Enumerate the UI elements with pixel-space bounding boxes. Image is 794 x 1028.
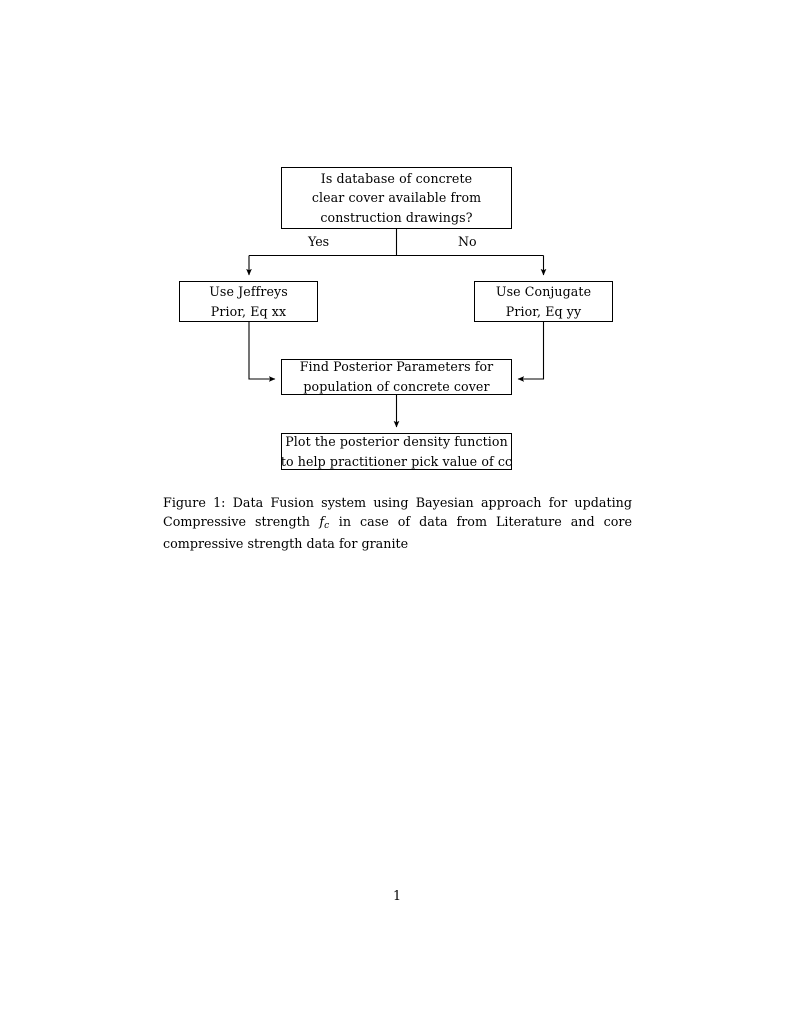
node-question-line-3: construction drawings? bbox=[320, 209, 473, 225]
node-question-line-1: Is database of concrete bbox=[320, 170, 473, 186]
flow-node-jeffreys-prior: Use Jeffreys Prior, Eq xx bbox=[179, 281, 318, 322]
node-posterior-line-1: Find Posterior Parameters for bbox=[299, 359, 494, 375]
node-conjugate-line-1: Use Conjugate bbox=[495, 283, 592, 299]
edge-label-no: No bbox=[458, 234, 477, 249]
figure-caption: Figure 1: Data Fusion system using Bayes… bbox=[163, 493, 632, 553]
flow-node-plot-density: Plot the posterior density function to h… bbox=[281, 433, 512, 470]
figure-caption-text-part-2: in case of data from Literature and core… bbox=[163, 514, 632, 551]
node-jeffreys-line-2: Prior, Eq xx bbox=[210, 303, 287, 319]
figure-caption-label: Figure 1: bbox=[163, 495, 226, 510]
edge-jeffreys-to-posterior bbox=[248, 322, 276, 382]
flowchart-connectors bbox=[246, 229, 547, 428]
flow-node-question: Is database of concrete clear cover avai… bbox=[281, 167, 512, 229]
page-number: 1 bbox=[392, 888, 402, 903]
edge-conjugate-to-posterior bbox=[517, 322, 545, 382]
edge-label-yes: Yes bbox=[308, 234, 330, 249]
figure-caption-text-part-1: Data Fusion system using Bayesian approa… bbox=[163, 495, 633, 530]
flow-node-find-posterior: Find Posterior Parameters for population… bbox=[281, 359, 512, 395]
node-posterior-line-2: population of concrete cover bbox=[303, 379, 490, 394]
math-subscript-c: c bbox=[324, 521, 330, 532]
math-variable-f: f bbox=[319, 514, 325, 530]
node-plot-line-1: Plot the posterior density function bbox=[285, 433, 508, 449]
flow-node-conjugate-prior: Use Conjugate Prior, Eq yy bbox=[474, 281, 613, 322]
node-plot-line-2: to help practitioner pick value of cc bbox=[280, 453, 513, 469]
figure-caption-math-fc: fc bbox=[319, 514, 330, 532]
node-jeffreys-line-1: Use Jeffreys bbox=[209, 283, 288, 299]
node-conjugate-line-2: Prior, Eq yy bbox=[505, 303, 582, 319]
node-question-line-2: clear cover available from bbox=[311, 190, 482, 206]
